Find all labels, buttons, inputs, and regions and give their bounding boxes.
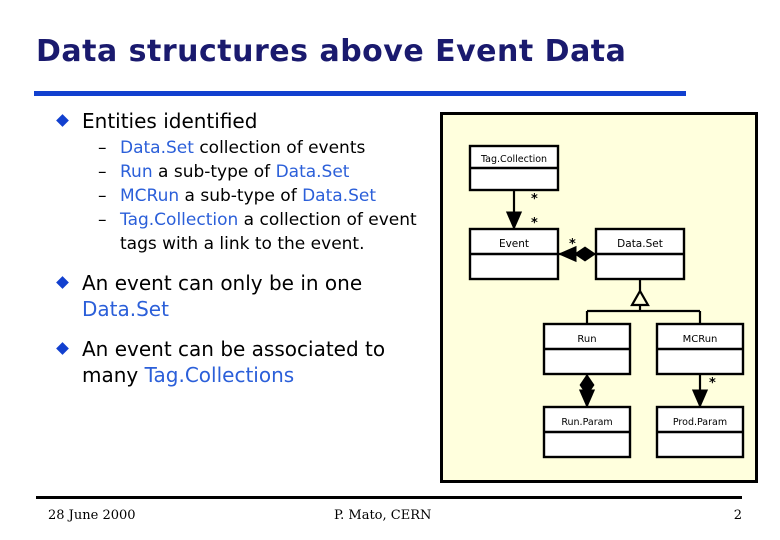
uml-class-dataset: Data.Set bbox=[594, 227, 686, 281]
footer-divider bbox=[36, 496, 742, 499]
uml-class-label: Event bbox=[499, 238, 529, 250]
uml-class-label: Prod.Param bbox=[673, 417, 727, 428]
uml-class-boxes: Tag.Collection Event Data.Set Run MCRun bbox=[468, 144, 745, 459]
diamond-bullet-icon bbox=[56, 114, 69, 127]
keyword-dataset: Data.Set bbox=[302, 186, 377, 206]
diamond-bullet-icon bbox=[56, 342, 69, 355]
sub-bullet-run: – Run a sub-type of Data.Set bbox=[56, 160, 436, 184]
keyword-tagcollection: Tag.Collection bbox=[120, 210, 239, 230]
uml-class-label: Tag.Collection bbox=[480, 154, 547, 165]
footer-date: 28 June 2000 bbox=[48, 508, 136, 523]
sub-bullet-text: a sub-type of bbox=[179, 186, 303, 206]
bullet-list: Entities identified – Data.Set collectio… bbox=[56, 108, 436, 390]
keyword-dataset: Data.Set bbox=[275, 162, 350, 182]
bullet-text: An event can only be in one bbox=[82, 271, 363, 295]
generalization-triangle-icon bbox=[630, 288, 650, 307]
page-title: Data structures above Event Data bbox=[36, 34, 627, 69]
keyword-dataset: Data.Set bbox=[120, 138, 194, 158]
sub-bullet-list: – Data.Set collection of events – Run a … bbox=[56, 136, 436, 256]
keyword-mcrun: MCRun bbox=[120, 186, 180, 206]
uml-class-runparam: Run.Param bbox=[542, 405, 632, 459]
multiplicity-star: * bbox=[531, 192, 538, 207]
bullet-text: An event can be associated to many bbox=[82, 337, 386, 387]
uml-class-label: MCRun bbox=[683, 334, 718, 345]
sub-bullet-dataset: – Data.Set collection of events bbox=[56, 136, 436, 160]
dash-marker: – bbox=[98, 138, 107, 158]
keyword-run: Run bbox=[120, 162, 153, 182]
bullet-entities-identified: Entities identified bbox=[56, 108, 436, 134]
bullet-text: Entities identified bbox=[82, 109, 258, 133]
uml-class-mcrun: MCRun bbox=[655, 322, 745, 376]
multiplicity-star: * bbox=[709, 376, 716, 391]
diamond-bullet-icon bbox=[56, 276, 69, 289]
multiplicity-star: * bbox=[531, 216, 538, 231]
bullet-event-many-tagcollections: An event can be associated to many Tag.C… bbox=[56, 336, 436, 388]
sub-bullet-mcrun: – MCRun a sub-type of Data.Set bbox=[56, 184, 436, 208]
sub-bullet-text: a sub-type of bbox=[152, 162, 276, 182]
uml-class-label: Run bbox=[577, 334, 596, 345]
sub-bullet-text: a collection of event tags with a link t… bbox=[120, 210, 417, 254]
keyword-dataset: Data.Set bbox=[82, 297, 169, 321]
sub-bullet-text: collection of events bbox=[193, 138, 366, 158]
dash-marker: – bbox=[98, 210, 107, 230]
dash-marker: – bbox=[98, 186, 107, 206]
uml-class-label: Run.Param bbox=[561, 417, 612, 428]
uml-multiplicity-markers: * * * * bbox=[531, 192, 716, 391]
sub-bullet-tagcollection: – Tag.Collection a collection of event t… bbox=[56, 208, 436, 256]
uml-connectors bbox=[505, 190, 709, 409]
multiplicity-star: * bbox=[569, 237, 576, 252]
generalization-fork bbox=[585, 303, 702, 324]
uml-class-prodparam: Prod.Param bbox=[655, 405, 745, 459]
uml-class-label: Data.Set bbox=[617, 238, 663, 250]
dash-marker: – bbox=[98, 162, 107, 182]
uml-diagram-svg: Tag.Collection Event Data.Set Run MCRun bbox=[468, 144, 745, 459]
uml-class-tagcollection: Tag.Collection bbox=[468, 144, 560, 192]
uml-class-run: Run bbox=[542, 322, 632, 376]
bullet-event-one-dataset: An event can only be in one Data.Set bbox=[56, 270, 436, 322]
uml-diagram-panel: Tag.Collection Event Data.Set Run MCRun bbox=[440, 112, 758, 483]
footer-author: P. Mato, CERN bbox=[334, 508, 432, 523]
title-underline-rule bbox=[34, 91, 686, 96]
uml-class-event: Event bbox=[468, 227, 560, 281]
footer-page-number: 2 bbox=[733, 508, 742, 523]
keyword-tagcollections: Tag.Collections bbox=[144, 363, 295, 387]
